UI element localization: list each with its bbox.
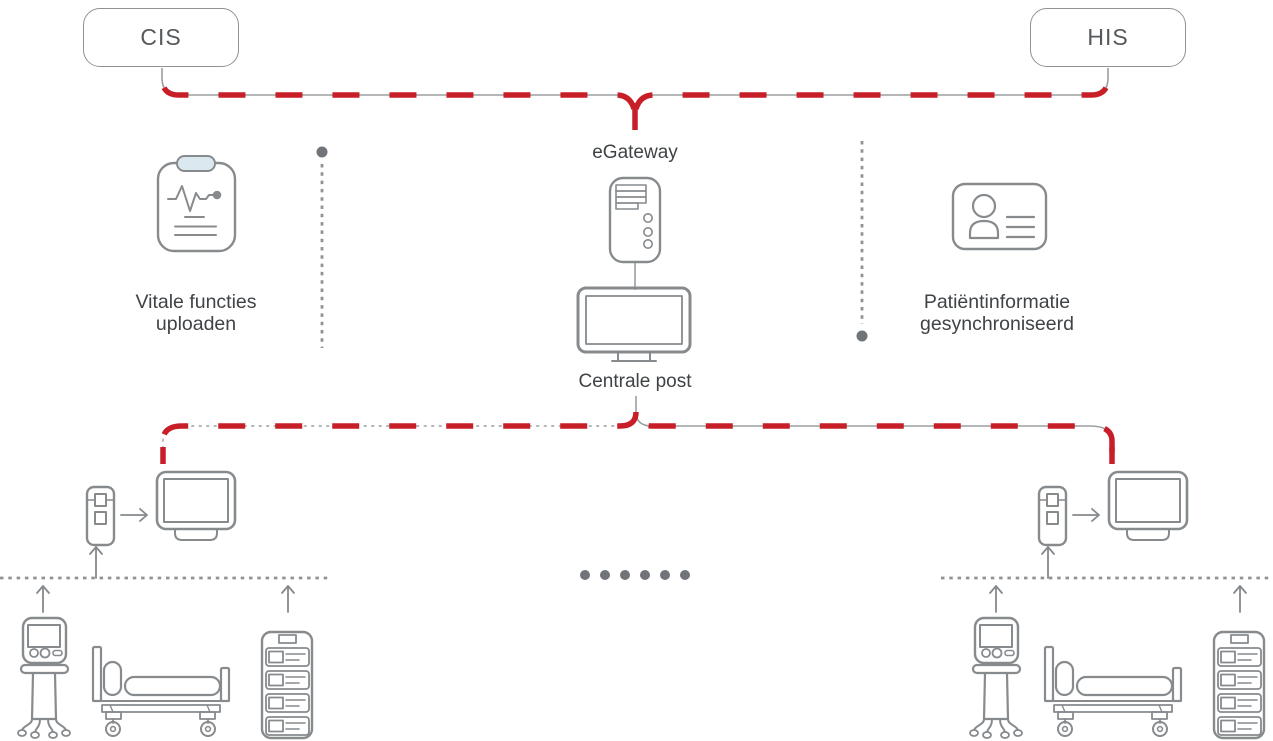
vitals-upload-label: Vitale functies uploaden: [135, 291, 257, 335]
rack-up-arrow-left: [281, 585, 295, 613]
egateway-server-tower-icon: [607, 175, 663, 265]
measurement-module-icon-right: [1036, 484, 1070, 548]
hospital-bed-icon-left: [90, 644, 232, 739]
ventilator-icon-left: [14, 612, 94, 741]
infusion-pump-rack-icon-left: [258, 628, 316, 741]
cis-his-egateway-link: [159, 68, 1111, 130]
ventilator-icon-right: [966, 612, 1046, 741]
vitals-clipboard-icon: [152, 149, 242, 254]
vitals-upload-flow-line: [316, 146, 328, 348]
hospital-bed-icon-right: [1042, 644, 1184, 739]
ventilator-up-arrow-right: [989, 585, 1003, 613]
module-up-arrow-right: [1041, 546, 1055, 579]
ellipsis-dot: [580, 570, 590, 580]
rack-up-arrow-right: [1233, 585, 1247, 613]
patient-monitor-icon-right: [1106, 469, 1190, 543]
ellipsis-dot: [660, 570, 670, 580]
measurement-module-icon-left: [84, 484, 118, 548]
central-post-to-bedsides-link: [160, 396, 1115, 464]
ellipsis-dot: [640, 570, 650, 580]
central-post-monitor-icon: [574, 284, 694, 368]
patient-sync-label: Patiëntinformatie gesynchroniseerd: [920, 291, 1074, 335]
egateway-label: eGateway: [592, 142, 678, 163]
his-system-node: HIS: [1030, 8, 1186, 67]
module-up-arrow-left: [89, 546, 103, 579]
cis-system-node: CIS: [83, 8, 239, 67]
module-to-monitor-arrow-right: [1072, 508, 1100, 522]
ellipsis-dot: [600, 570, 610, 580]
patient-monitor-icon-left: [154, 469, 238, 543]
infusion-pump-rack-icon-right: [1210, 628, 1268, 741]
more-beds-ellipsis: [580, 570, 690, 580]
ellipsis-dot: [620, 570, 630, 580]
ventilator-up-arrow-left: [36, 585, 50, 613]
patient-id-card-icon: [950, 181, 1050, 253]
module-to-monitor-arrow-left: [120, 508, 148, 522]
his-system-label: HIS: [1087, 24, 1129, 50]
ellipsis-dot: [680, 570, 690, 580]
cis-system-label: CIS: [140, 24, 182, 50]
central-post-label: Centrale post: [578, 371, 692, 392]
patient-sync-flow-line: [856, 141, 868, 342]
